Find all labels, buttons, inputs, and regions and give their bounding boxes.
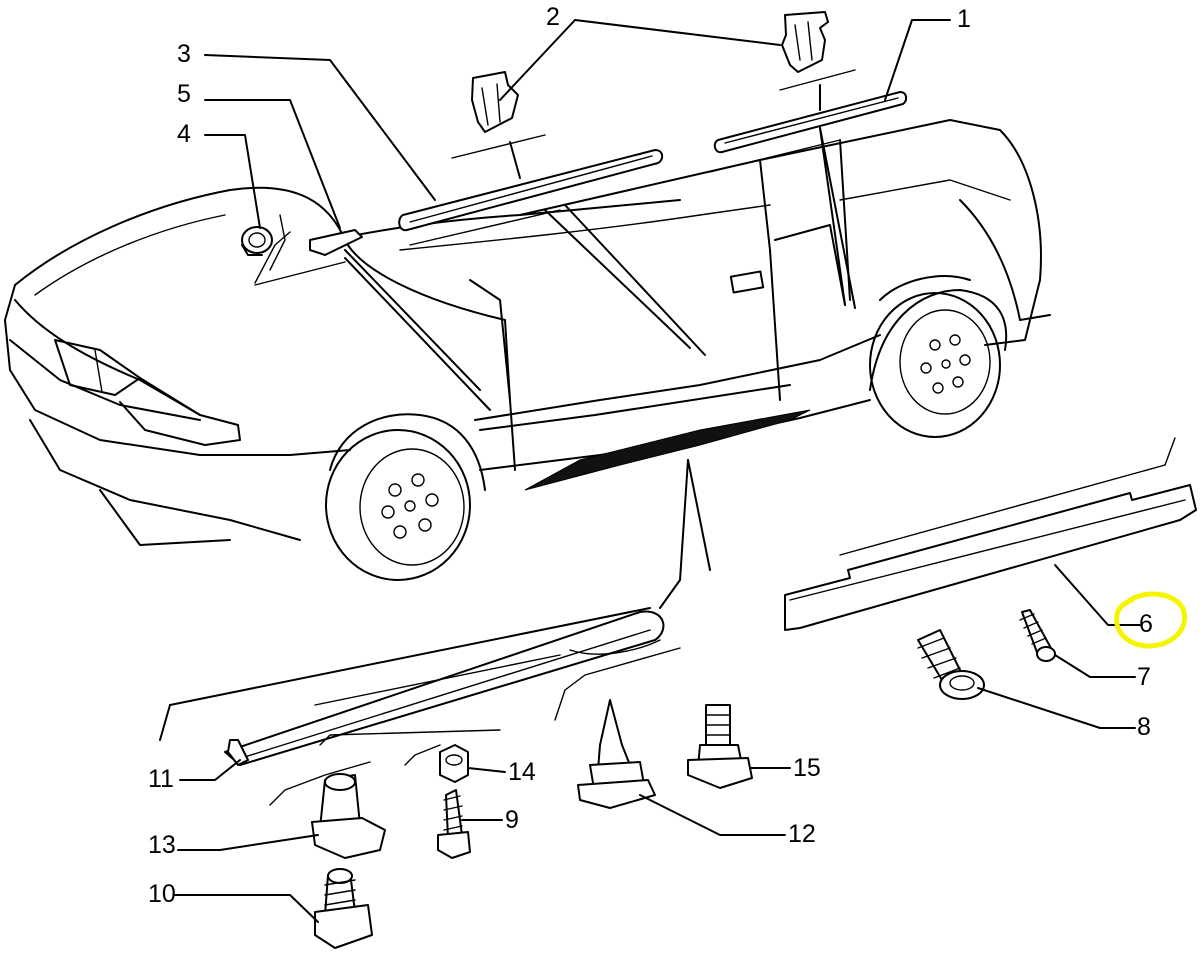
part-10-threaded-stud <box>314 868 373 949</box>
highlight-circle <box>1114 591 1188 649</box>
part-8-stud-fastener <box>917 629 985 700</box>
callout-4: 4 <box>177 120 191 148</box>
callout-15: 15 <box>793 754 821 782</box>
callout-7: 7 <box>1137 663 1151 691</box>
callout-11: 11 <box>148 765 174 793</box>
part-7-self-tapping-screw <box>1019 609 1056 662</box>
part-11-sill-moulding <box>224 610 681 806</box>
part-1-rear-door-moulding <box>709 69 908 173</box>
car-body <box>4 119 1051 581</box>
part-2-clip-lower <box>471 71 519 133</box>
callout-10: 10 <box>148 880 176 908</box>
part-4-push-clip <box>241 226 291 284</box>
callout-numbers: 1 2 3 5 4 6 7 8 11 14 15 9 12 13 10 <box>148 3 1153 908</box>
part-12-cone-clip <box>577 699 656 809</box>
part-2-clip-upper <box>781 11 829 73</box>
part-3-front-door-moulding <box>398 134 664 246</box>
callout-13: 13 <box>148 831 176 859</box>
callout-5: 5 <box>177 80 191 108</box>
part-5-emblem <box>254 214 363 286</box>
part-6-side-sill-panel <box>784 437 1197 631</box>
callout-14: 14 <box>508 758 536 786</box>
callout-8: 8 <box>1137 713 1151 741</box>
leader-lines <box>159 19 1141 923</box>
part-13-retainer-clip <box>311 773 386 859</box>
part-15-square-base-stud <box>687 704 753 789</box>
callout-1: 1 <box>957 5 971 33</box>
callout-9: 9 <box>505 806 519 834</box>
part-9-screw <box>437 789 471 859</box>
callout-3: 3 <box>177 40 191 68</box>
part-14-nut <box>439 744 469 783</box>
callout-2: 2 <box>546 3 560 31</box>
callout-12: 12 <box>788 820 816 848</box>
callout-6: 6 <box>1139 610 1153 638</box>
